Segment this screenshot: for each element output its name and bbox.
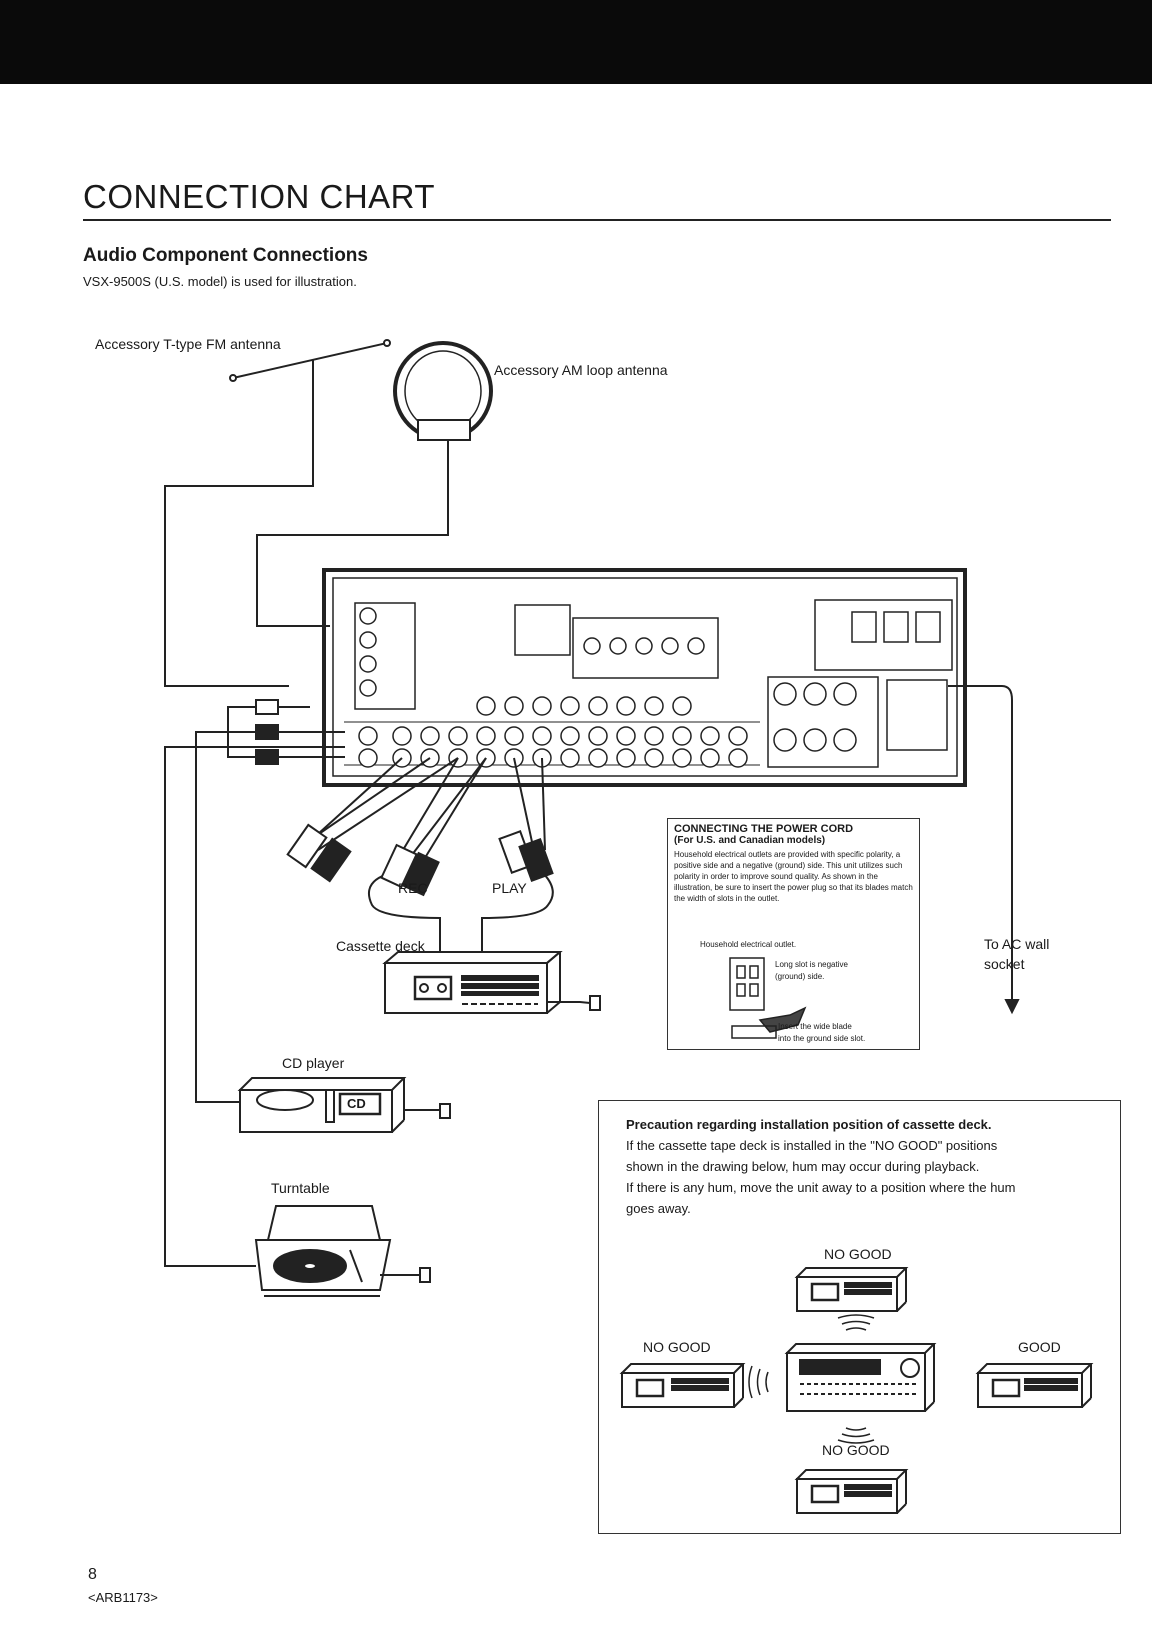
title-rule	[83, 219, 1111, 221]
ac-socket-label-line2: socket	[984, 956, 1025, 972]
section-title: Audio Component Connections	[83, 245, 368, 266]
no-good-top-label: NO GOOD	[824, 1246, 892, 1262]
am-lead	[256, 440, 449, 627]
ac-socket-label-line1: To AC wall	[984, 936, 1050, 952]
cassette-deck	[382, 951, 601, 1014]
long-slot-line1: Long slot is negative	[775, 960, 848, 969]
precaution-box	[598, 1100, 1121, 1534]
precaution-diagram	[619, 1267, 1094, 1514]
power-cord-heading: CONNECTING THE POWER CORD	[674, 823, 854, 835]
fm-antenna-wire	[232, 342, 388, 379]
receiver-rear-panel	[322, 568, 967, 787]
no-good-left-label: NO GOOD	[643, 1339, 711, 1355]
fm-lead	[164, 360, 314, 687]
precaution-line2: shown in the drawing below, hum may occu…	[626, 1159, 980, 1174]
long-slot-line2: (ground) side.	[775, 972, 825, 981]
page-title: CONNECTION CHART	[83, 178, 436, 215]
turntable-label: Turntable	[271, 1180, 330, 1196]
outlet-illustration	[729, 957, 807, 1039]
page-number: 8	[88, 1566, 97, 1583]
good-right-label: GOOD	[1018, 1339, 1061, 1355]
outlet-caption: Household electrical outlet.	[700, 940, 797, 949]
cassette-deck-label: Cassette deck	[336, 938, 425, 954]
power-cord-box: CONNECTING THE POWER CORD (For U.S. and …	[667, 818, 920, 1050]
power-cord-subheading: (For U.S. and Canadian models)	[674, 835, 826, 846]
rec-label: REC	[398, 880, 428, 896]
insert-line1: Insert the wide blade	[778, 1022, 852, 1031]
cd-badge: CD	[347, 1096, 366, 1111]
fm-antenna-label: Accessory T-type FM antenna	[95, 336, 281, 352]
precaution-line4: goes away.	[626, 1201, 691, 1216]
precaution-line1: If the cassette tape deck is installed i…	[626, 1138, 998, 1153]
turntable-cable	[164, 746, 345, 1267]
precaution-title: Precaution regarding installation positi…	[626, 1117, 992, 1132]
no-good-bottom-label: NO GOOD	[822, 1442, 890, 1458]
rec-cable-l	[309, 757, 431, 841]
cd-cable	[195, 731, 256, 1103]
precaution-line3: If there is any hum, move the unit away …	[626, 1180, 1016, 1195]
top-black-band	[0, 0, 1152, 84]
doc-code: <ARB1173>	[88, 1590, 158, 1605]
play-label: PLAY	[492, 880, 527, 896]
insert-line2: into the ground side slot.	[778, 1034, 866, 1043]
cd-player-label: CD player	[282, 1055, 345, 1071]
section-note: VSX-9500S (U.S. model) is used for illus…	[83, 274, 357, 289]
play-cable	[513, 757, 533, 843]
precaution-text: Precaution regarding installation positi…	[626, 1114, 1096, 1219]
cd-player-device	[237, 1077, 451, 1133]
rca-jacks	[358, 607, 857, 768]
turntable-device	[254, 1205, 431, 1297]
am-antenna-label: Accessory AM loop antenna	[494, 362, 668, 378]
power-cord-body: Household electrical outlets are provide…	[674, 850, 913, 903]
